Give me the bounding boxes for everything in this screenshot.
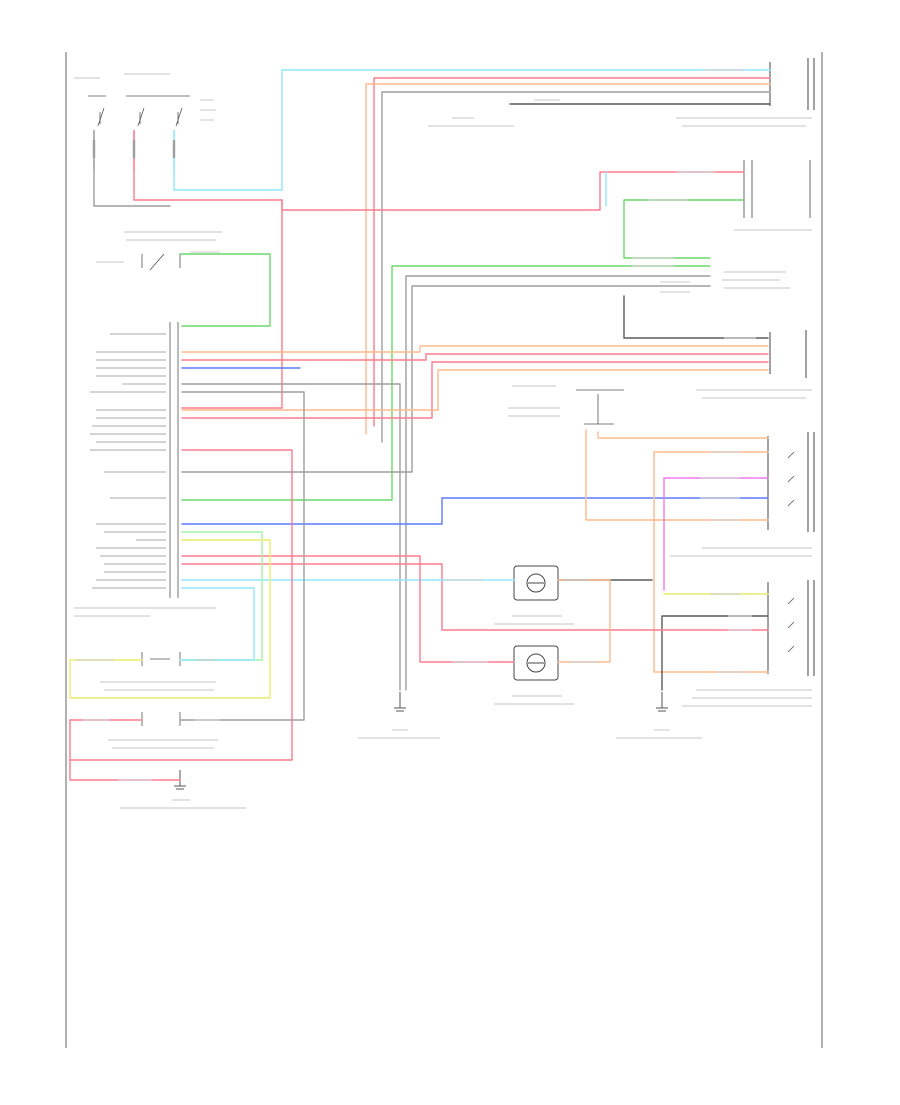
top-right-sensor-connector [769, 58, 815, 110]
wire-orange-switch2 [597, 431, 769, 439]
wire-orange-top [365, 83, 771, 435]
wire-black-sensor [623, 295, 769, 339]
wire-red-wheel [181, 555, 515, 663]
wire-lightgreen [181, 531, 263, 661]
wire-gray-mid2 [405, 275, 711, 691]
right-switch-contacts [787, 451, 795, 653]
wire-red-sensor [181, 353, 769, 361]
wire-red-top [373, 77, 771, 427]
center-switch [576, 389, 624, 425]
wire-gray-left [179, 391, 305, 721]
ecm-pin-labels [90, 333, 166, 589]
wire-orange-switch [585, 429, 769, 521]
wire-cyan-left [179, 587, 255, 661]
wire-green-ecm [181, 265, 711, 501]
wire-pink-ground [69, 759, 181, 781]
wires [69, 69, 771, 781]
wire-red-sensor2 [181, 361, 769, 419]
wire-red-drop [181, 199, 283, 409]
wire-orange-wheel [557, 579, 611, 663]
wheel-sensor-right [513, 565, 559, 601]
right-connectors [767, 330, 815, 676]
wire-blue-right [181, 497, 769, 525]
top-left-switch [88, 95, 190, 127]
wire-black-right [661, 615, 769, 691]
wire-gray-mid [181, 383, 401, 691]
wire-red-right [181, 563, 769, 631]
wheel-sensor-left [513, 645, 559, 681]
instrument-cluster-box [743, 160, 811, 218]
ecm-connector [169, 322, 179, 598]
wire-cyan-top [173, 69, 771, 191]
wire-gray-top [381, 91, 771, 443]
wire-pink-left [69, 449, 293, 761]
wire-gray-mid3 [181, 285, 711, 473]
left-inline-switches [141, 253, 181, 726]
wire-orange-loop [653, 451, 769, 673]
wire-orange-sensor [181, 345, 769, 353]
caption-marks [74, 73, 812, 809]
wire-green-left [179, 253, 271, 327]
wire-gray-switch [93, 169, 171, 207]
wire-orange-sensor2 [181, 369, 769, 411]
wire-tags [76, 69, 756, 781]
wire-green-cluster [623, 199, 745, 259]
wire-magenta [663, 477, 769, 591]
top-left-switch-lead-tags [92, 140, 176, 158]
ground-symbols [174, 692, 668, 790]
